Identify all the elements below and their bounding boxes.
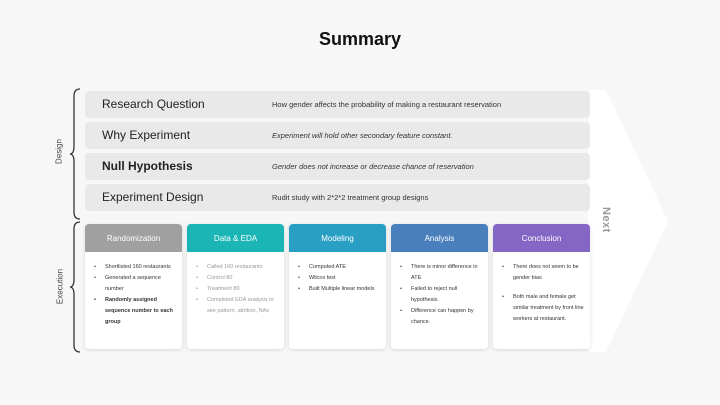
design-row-desc: How gender affects the probability of ma… bbox=[272, 100, 502, 109]
card-list: Computed ATE Wilcox test Built Multiple … bbox=[289, 252, 386, 295]
card-conclusion: Conclusion There does not seem to be gen… bbox=[493, 224, 590, 349]
execution-brace-icon bbox=[70, 221, 81, 353]
card-list: There does not seem to be gender bias Bo… bbox=[493, 252, 590, 325]
card-header: Analysis bbox=[391, 224, 488, 252]
design-row-null-hypothesis: Null Hypothesis Gender does not increase… bbox=[85, 153, 590, 180]
design-section-label: Design bbox=[54, 139, 64, 164]
design-row-desc: Rudit study with 2*2*2 treatment group d… bbox=[272, 193, 429, 202]
design-row-label: Experiment Design bbox=[102, 190, 204, 204]
list-item: Control 80 bbox=[196, 273, 278, 284]
card-header: Data & EDA bbox=[187, 224, 284, 252]
card-randomization: Randomization Shortlisted 160 restaurant… bbox=[85, 224, 182, 349]
execution-section-label: Execution bbox=[55, 268, 65, 305]
card-list: Shortlisted 160 restaurants Generated a … bbox=[85, 252, 182, 328]
list-item: Wilcox test bbox=[298, 273, 380, 284]
list-item: There is minor difference in ATE bbox=[400, 262, 482, 284]
list-item: Completed EDA analysis to see pattern, a… bbox=[196, 295, 278, 317]
list-item: Shortlisted 160 restaurants bbox=[94, 262, 176, 273]
design-row-research-question: Research Question How gender affects the… bbox=[85, 91, 590, 118]
card-header: Conclusion bbox=[493, 224, 590, 252]
card-modeling: Modeling Computed ATE Wilcox test Built … bbox=[289, 224, 386, 349]
design-row-desc: Experiment will hold other secondary fea… bbox=[272, 131, 453, 140]
list-item: Difference can happen by chance. bbox=[400, 306, 482, 328]
design-brace-icon bbox=[70, 88, 81, 220]
list-item: Built Multiple linear models bbox=[298, 284, 380, 295]
list-item: Called 160 restaurants bbox=[196, 262, 278, 273]
card-list: Called 160 restaurants Control 80 Treatm… bbox=[187, 252, 284, 317]
design-row-label: Why Experiment bbox=[102, 128, 191, 142]
card-data-eda: Data & EDA Called 160 restaurants Contro… bbox=[187, 224, 284, 349]
design-row-label: Research Question bbox=[102, 97, 205, 111]
list-item: Treatment 80 bbox=[196, 284, 278, 295]
list-item: Randomly assigned sequence number to eac… bbox=[94, 295, 176, 328]
design-row-label: Null Hypothesis bbox=[102, 159, 193, 173]
card-analysis: Analysis There is minor difference in AT… bbox=[391, 224, 488, 349]
card-header: Randomization bbox=[85, 224, 182, 252]
list-item: There does not seem to be gender bias bbox=[502, 262, 584, 284]
list-item: Failed to reject null hypothesis. bbox=[400, 284, 482, 306]
card-header: Modeling bbox=[289, 224, 386, 252]
page-title: Summary bbox=[318, 29, 402, 49]
card-list: There is minor difference in ATE Failed … bbox=[391, 252, 488, 328]
design-row-experiment-design: Experiment Design Rudit study with 2*2*2… bbox=[85, 184, 590, 211]
next-arrow-icon[interactable] bbox=[588, 90, 670, 352]
list-item: Computed ATE bbox=[298, 262, 380, 273]
list-item: Generated a sequence number bbox=[94, 273, 176, 295]
list-item: Both male and female get similar treatme… bbox=[502, 292, 584, 325]
design-row-why-experiment: Why Experiment Experiment will hold othe… bbox=[85, 122, 590, 149]
design-row-desc: Gender does not increase or decrease cha… bbox=[272, 162, 474, 171]
next-label[interactable]: Next bbox=[600, 207, 612, 233]
